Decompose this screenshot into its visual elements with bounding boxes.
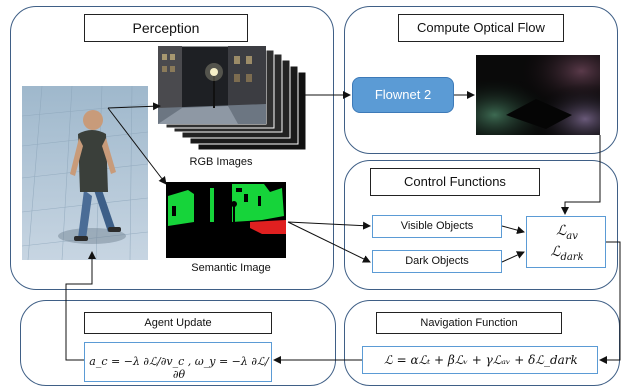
agent-scene-image [22,86,148,260]
navigation-formula-box: ℒ = αℒₜ + βℒᵥ + γℒₐᵥ + δℒ_dark [362,346,598,374]
visible-objects-box: Visible Objects [372,215,502,238]
semantic-image [166,182,286,258]
optical-flow-image [476,55,600,135]
rgb-images-label: RGB Images [189,156,253,168]
navigation-formula: ℒ = αℒₜ + βℒᵥ + γℒₐᵥ + δℒ_dark [384,353,578,367]
dark-objects-box: Dark Objects [372,250,502,273]
agent-update-formula-box: a_c = −λ ∂ℒ/∂v_c , ω_y = −λ ∂ℒ/∂θ [84,342,272,382]
flownet-box: Flownet 2 [352,77,454,113]
optical-flow-title: Compute Optical Flow [398,14,564,42]
control-functions-title: Control Functions [370,168,540,196]
rgb-images-stack [157,45,308,154]
agent-update-title: Agent Update [84,312,272,334]
navigation-title: Navigation Function [376,312,562,334]
perception-title: Perception [84,14,248,42]
control-loss-box: ℒav ℒdark [526,216,606,268]
loss-av: ℒav [556,223,578,242]
semantic-image-label: Semantic Image [191,262,271,274]
loss-dark: ℒdark [550,244,584,263]
agent-update-formula: a_c = −λ ∂ℒ/∂v_c , ω_y = −λ ∂ℒ/∂θ [89,355,269,381]
